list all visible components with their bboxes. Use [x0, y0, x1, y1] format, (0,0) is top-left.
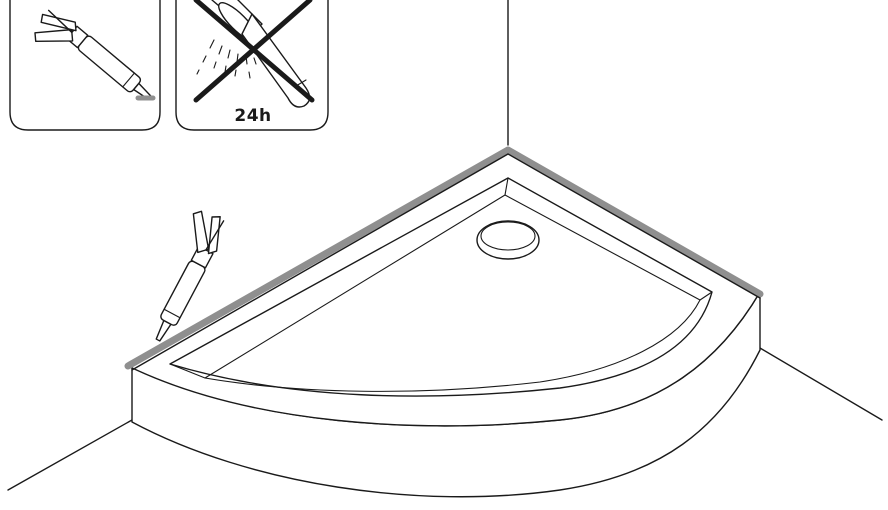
silicone-gun-icon — [155, 210, 225, 342]
sealant-bead — [124, 146, 764, 370]
silicone-gun-icon — [34, 9, 152, 101]
tray-top-rim — [127, 147, 761, 427]
panel-no-water — [175, 0, 329, 131]
shower-tray — [124, 146, 764, 498]
panel-apply-sealant — [9, 0, 161, 131]
room-lines — [7, 0, 883, 491]
drain-icon — [476, 220, 540, 260]
tray-basin-floor — [204, 194, 701, 392]
prohibited-cross-icon — [193, 0, 315, 103]
wait-time-label: 24h — [234, 106, 272, 126]
